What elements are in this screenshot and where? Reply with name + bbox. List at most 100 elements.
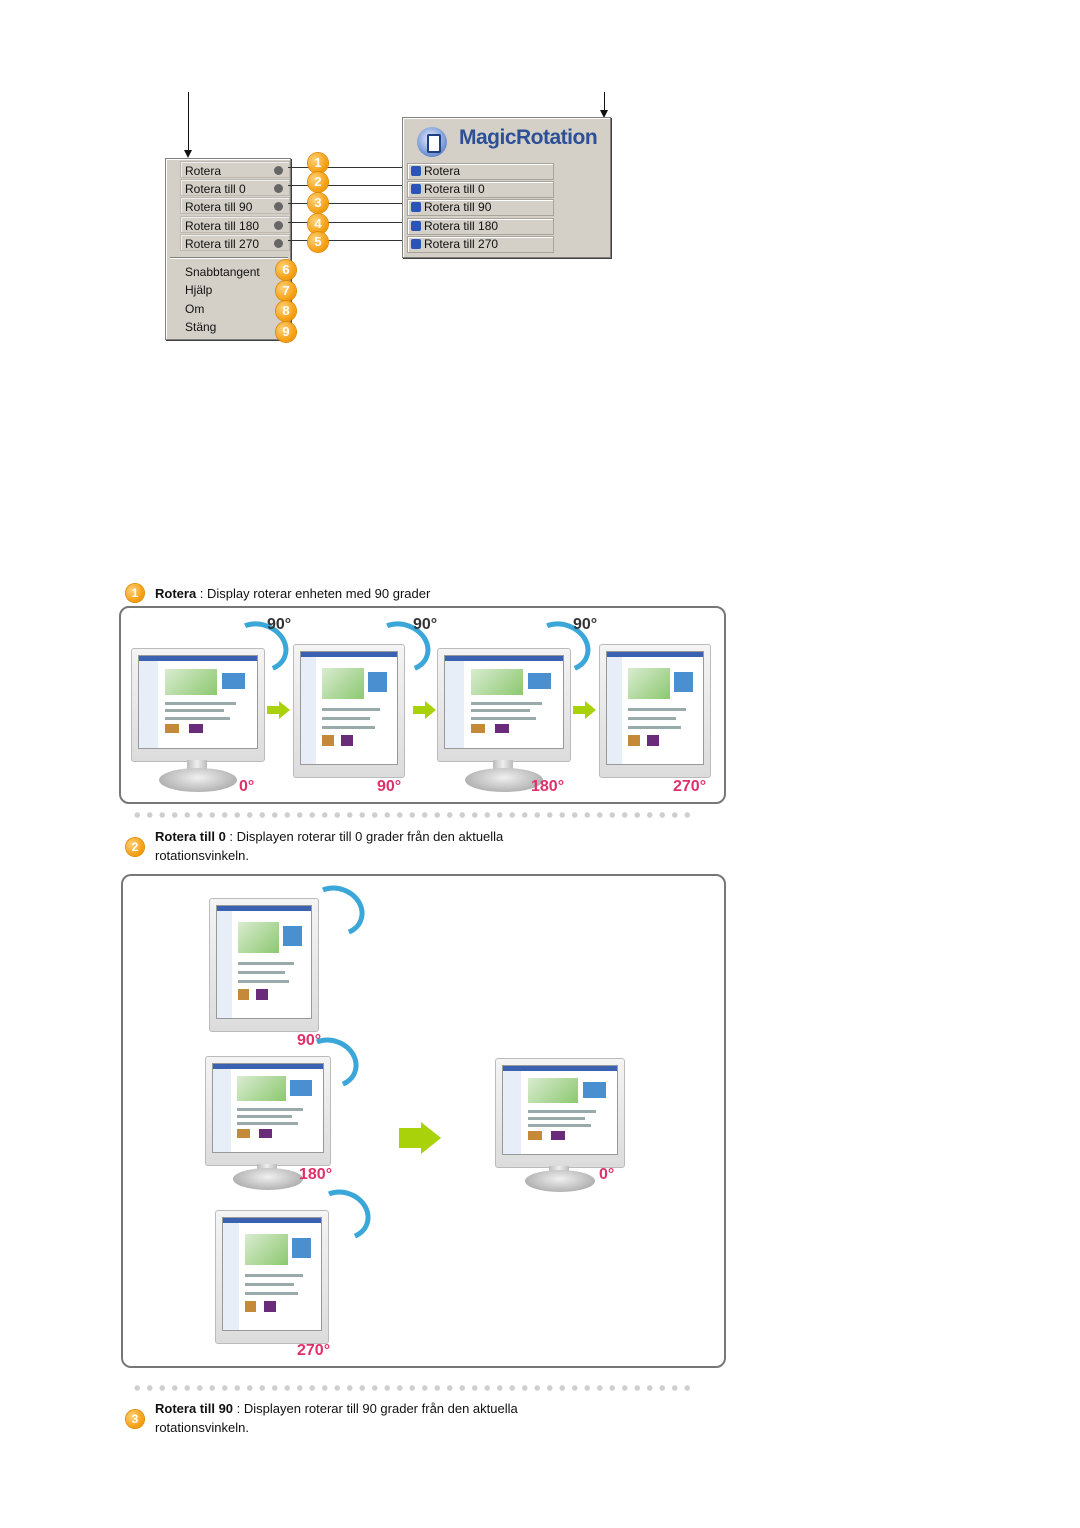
badge-2: 2 [308, 172, 328, 192]
section-3-heading: Rotera till 90 : Displayen roterar till … [155, 1400, 518, 1417]
menu-dot [274, 166, 283, 175]
section-1-heading: Rotera : Display roterar enheten med 90 … [155, 585, 430, 602]
next-arrow-icon [267, 706, 279, 714]
degree-label: 0° [239, 778, 255, 795]
degree-label: 0° [599, 1166, 615, 1183]
degree-label: 90° [377, 778, 402, 795]
rotate-90-icon [411, 202, 421, 212]
next-arrow-head [585, 701, 596, 719]
degree-label: 90° [297, 1032, 322, 1049]
rotate-270-icon [411, 239, 421, 249]
connector-line [288, 222, 410, 223]
arrow-label: 90° [413, 616, 438, 633]
next-arrow-head [421, 1122, 441, 1154]
pointer-line-left [188, 92, 189, 152]
monitor-portrait-90 [209, 898, 319, 1032]
menu-item-rotate-90[interactable]: Rotera till 90 [185, 200, 253, 214]
rotate-180-icon [411, 221, 421, 231]
menu-item-rotate-270[interactable]: Rotera till 270 [185, 237, 260, 251]
section-1-badge: 1 [126, 584, 144, 602]
section-3-term: Rotera till 90 [155, 1401, 234, 1416]
menu-item-box [180, 197, 290, 214]
section-2-illustration: 90° 180° 270° 0° [121, 874, 726, 1368]
monitor-stand [465, 768, 543, 792]
section-1-illustration: 90° 90° 90° 0° 90° 180° 270° [119, 606, 726, 804]
menu-item-rotate-0[interactable]: Rotera till 0 [185, 182, 246, 196]
next-arrow-icon [399, 1128, 423, 1148]
section-1-separator: : [196, 586, 208, 601]
next-arrow-icon [413, 706, 425, 714]
pointer-arrowhead-right [600, 110, 608, 118]
menu-item-box [180, 161, 290, 178]
monitor-landscape-180 [205, 1056, 331, 1166]
magic-rotation-title: MagicRotation [459, 126, 598, 149]
section-1-description: Display roterar enheten med 90 grader [207, 586, 431, 601]
mr-item-rotate-270[interactable]: Rotera till 270 [407, 236, 554, 253]
next-arrow-head [279, 701, 290, 719]
mr-item-rotate-90[interactable]: Rotera till 90 [407, 199, 554, 216]
section-2-description-cont: rotationsvinkeln. [155, 848, 249, 863]
monitor-stand [525, 1170, 595, 1192]
badge-1: 1 [308, 153, 328, 173]
menu-item-box [180, 234, 290, 251]
section-1-term: Rotera [155, 586, 197, 601]
dotted-divider [131, 812, 697, 818]
badge-3: 3 [308, 193, 328, 213]
monitor-270 [599, 644, 711, 778]
section-3-description-cont: rotationsvinkeln. [155, 1420, 249, 1435]
dotted-divider [131, 1385, 697, 1391]
mr-item-rotate-0[interactable]: Rotera till 0 [407, 181, 554, 198]
section-2-badge: 2 [126, 838, 144, 856]
badge-5: 5 [308, 232, 328, 252]
monitor-stand [233, 1168, 303, 1190]
arrow-label: 90° [267, 616, 292, 633]
monitor-0 [131, 648, 265, 762]
mr-item-rotate-180[interactable]: Rotera till 180 [407, 218, 554, 235]
mr-item-label: Rotera till 180 [424, 219, 499, 233]
badge-7: 7 [276, 281, 296, 301]
degree-label: 180° [531, 778, 565, 795]
mr-item-label: Rotera till 90 [424, 200, 492, 214]
menu-item-rotate[interactable]: Rotera [185, 164, 222, 178]
mr-item-rotate[interactable]: Rotera [407, 163, 554, 180]
next-arrow-icon [573, 706, 585, 714]
section-2-description: Displayen roterar till 0 grader från den… [236, 829, 504, 844]
magic-rotation-panel: MagicRotation Rotera Rotera till 0 Roter… [402, 117, 611, 258]
rotate-icon [411, 166, 421, 176]
menu-dot [274, 221, 283, 230]
menu-item-hotkey[interactable]: Snabbtangent [185, 265, 260, 279]
section-3-badge: 3 [126, 1410, 144, 1428]
menu-dot [274, 202, 283, 211]
monitor-portrait-270 [215, 1210, 329, 1344]
connector-line [288, 240, 410, 241]
menu-dot [274, 239, 283, 248]
connector-line [288, 167, 410, 168]
menu-item-close[interactable]: Stäng [185, 320, 217, 334]
badge-6: 6 [276, 260, 296, 280]
pointer-arrowhead-left [184, 150, 192, 158]
menu-dot [274, 184, 283, 193]
menu-item-about[interactable]: Om [185, 302, 205, 316]
badge-9: 9 [276, 322, 296, 342]
magic-rotation-logo-icon [417, 127, 447, 157]
menu-item-help[interactable]: Hjälp [185, 283, 213, 297]
mr-item-label: Rotera till 270 [424, 237, 499, 251]
next-arrow-head [425, 701, 436, 719]
context-menu: Rotera Rotera till 0 Rotera till 90 Rote… [165, 158, 291, 340]
menu-item-rotate-180[interactable]: Rotera till 180 [185, 219, 260, 233]
monitor-result-0 [495, 1058, 625, 1168]
degree-label: 270° [297, 1342, 331, 1359]
menu-separator [170, 257, 288, 259]
badge-8: 8 [276, 301, 296, 321]
degree-label: 270° [673, 778, 707, 795]
monitor-180 [437, 648, 571, 762]
menu-item-box [180, 179, 290, 196]
section-2-heading: Rotera till 0 : Displayen roterar till 0… [155, 828, 503, 845]
badge-4: 4 [308, 214, 328, 234]
mr-item-label: Rotera [424, 164, 461, 178]
monitor-stand [159, 768, 237, 792]
rotate-0-icon [411, 184, 421, 194]
connector-line [288, 203, 410, 204]
pointer-line-right [604, 92, 605, 112]
connector-line [288, 185, 410, 186]
